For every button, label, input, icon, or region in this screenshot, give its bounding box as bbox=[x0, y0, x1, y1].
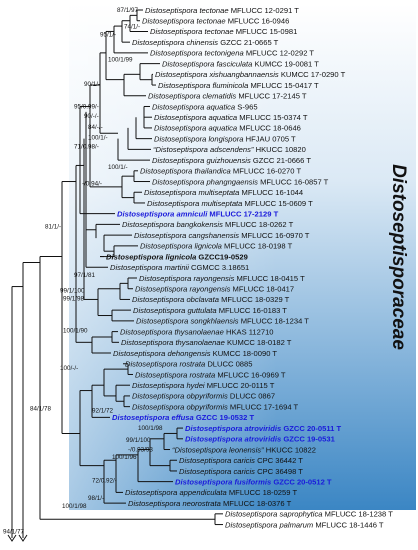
taxon-label: Distoseptispora palmarum MFLUCC 18-1446 … bbox=[225, 520, 384, 529]
taxon-label: Distoseptispora longispora HFJAU 0705 T bbox=[154, 134, 296, 143]
taxon-label: Distoseptispora phangngaensis MFLUCC 16-… bbox=[152, 177, 329, 186]
support-value-label: 71/0.98/- bbox=[74, 143, 99, 150]
taxon-label: Distoseptispora rayongensis MFLUCC 18-04… bbox=[135, 285, 294, 294]
taxon-label: Distoseptispora multiseptata MFLUCC 16-1… bbox=[144, 188, 303, 197]
root-arrow-icon bbox=[7, 534, 17, 542]
support-value-label: 84/1/78 bbox=[30, 406, 52, 413]
taxon-label: Distoseptispora chinensis GZCC 21-0665 T bbox=[132, 38, 279, 47]
support-value-label: 100/-/- bbox=[60, 365, 78, 372]
taxon-label: Distoseptispora guizhouensis GZCC 21-066… bbox=[152, 156, 311, 165]
taxon-label: Distoseptispora multiseptata MFLUCC 15-0… bbox=[147, 199, 313, 208]
taxon-label: Distoseptispora caricis CPC 36442 T bbox=[179, 456, 303, 465]
taxon-label: Distoseptispora rayongensis MFLUCC 18-04… bbox=[139, 274, 305, 283]
support-value-label: 100/1/90 bbox=[63, 328, 88, 335]
support-value-label: 99/1/98 bbox=[63, 295, 85, 302]
support-value-label: 90/1/- bbox=[84, 81, 100, 88]
taxon-label: Distoseptispora fasciculata KUMCC 19-008… bbox=[162, 59, 319, 68]
taxon-label: Distoseptispora lignicola GZCC19-0529 bbox=[106, 252, 248, 261]
taxon-label: Distoseptispora tectonae MFLUCC 15-0981 bbox=[150, 27, 297, 36]
family-label: Distoseptisporaceae bbox=[388, 164, 409, 350]
taxon-label: Distoseptispora obclavata MFLUCC 18-0329… bbox=[132, 295, 290, 304]
taxon-label: Distoseptispora obpyriformis MFLUCC 17-1… bbox=[132, 402, 299, 411]
support-value-label: 98/1/- bbox=[88, 495, 104, 502]
taxon-label: Distoseptispora hydei MFLUCC 20-0115 T bbox=[132, 381, 275, 390]
taxon-label: Distoseptispora clematidis MFLUCC 17-214… bbox=[148, 92, 307, 101]
taxon-label: Distoseptispora atroviridis GZCC 20-0511… bbox=[185, 424, 342, 433]
taxon-label: Distoseptispora atroviridis GZCC 19-0531 bbox=[185, 435, 336, 444]
taxon-label: Distoseptispora thailandica MFLUCC 16-02… bbox=[140, 167, 301, 176]
support-value-label: 87/1/97 bbox=[117, 7, 139, 14]
support-value-label: 95/0.99/- bbox=[74, 103, 99, 110]
taxon-label: Distoseptispora bangkokensis MFLUCC 18-0… bbox=[122, 220, 294, 229]
taxon-label: Distoseptispora songkhlaensis MFLUCC 18-… bbox=[136, 317, 309, 326]
support-value-label: 92/1/72 bbox=[92, 408, 114, 415]
taxon-label: Distoseptispora cangshanensis MFLUCC 16-… bbox=[134, 231, 310, 240]
support-value-label: 84/-/- bbox=[88, 124, 103, 131]
support-value-label: 97/1/81 bbox=[74, 272, 96, 279]
taxon-label: Distoseptispora rostrata DLUCC 0885 bbox=[125, 360, 252, 369]
taxon-label: Distoseptispora thysanolaenae KUMCC 18-0… bbox=[121, 338, 292, 347]
support-value-label: 72/0.92/- bbox=[92, 478, 117, 485]
taxon-label: Distoseptispora fusiformis GZCC 20-0512 … bbox=[175, 477, 332, 486]
taxon-label: Distoseptispora lignicola MFLUCC 18-0198… bbox=[140, 242, 293, 251]
taxon-label: Distoseptispora aquatica S-965 bbox=[152, 102, 258, 111]
support-value-label: 99/1/100 bbox=[60, 288, 85, 295]
support-value-label: 90/-/- bbox=[84, 113, 99, 120]
support-value-label: 74/1/- bbox=[124, 24, 140, 31]
support-value-label: -/0.93/93 bbox=[128, 447, 153, 454]
taxon-label: Distoseptispora tectonae MFLUCC 12-0291 … bbox=[145, 6, 299, 15]
support-value-label: 81/1/- bbox=[45, 223, 61, 230]
taxon-label: Distoseptispora saprophytica MFLUCC 18-1… bbox=[225, 510, 393, 519]
taxon-label: “Distoseptispora leonensis” HKUCC 10822 bbox=[172, 445, 316, 454]
taxon-label: Distoseptispora appendiculata MFLUCC 18-… bbox=[125, 488, 297, 497]
support-value-label: -/0.94/- bbox=[82, 181, 102, 188]
taxon-label: Distoseptispora obpyriformis DLUCC 0867 bbox=[132, 392, 275, 401]
support-value-label: 100/1/96 bbox=[112, 454, 137, 461]
support-value-label: 99/1/100 bbox=[126, 437, 151, 444]
root-arrow-icon bbox=[18, 534, 28, 542]
taxon-label: Distoseptispora rostrata MFLUCC 16-0969 … bbox=[135, 370, 286, 379]
taxon-label: Distoseptispora thysanolaenae HKAS 11271… bbox=[120, 327, 274, 336]
taxon-label: Distoseptispora effusa GZCC 19-0532 T bbox=[112, 413, 254, 422]
support-value-label: 95/1/- bbox=[100, 31, 116, 38]
support-value-label: 94/1/77 bbox=[3, 529, 25, 536]
support-value-label: 100/1/- bbox=[88, 135, 108, 142]
taxon-label: Distoseptispora martinii CGMCC 3.18651 bbox=[110, 263, 249, 272]
support-value-label: 100/1/99 bbox=[108, 57, 133, 64]
taxon-label: Distoseptispora neorostrata MFLUCC 18-03… bbox=[128, 499, 292, 508]
taxon-label: Distoseptispora xishuangbannaensis KUMCC… bbox=[155, 70, 346, 79]
taxon-label: Distoseptispora aquatica MFLUCC 18-0646 bbox=[154, 124, 301, 133]
clade-highlight-panel-sheen bbox=[69, 4, 416, 510]
support-value-label: 100/1/98 bbox=[138, 425, 163, 432]
taxon-label: Distoseptispora tectonae MFLUCC 16-0946 bbox=[142, 17, 289, 26]
support-value-label: 100/1/- bbox=[108, 164, 128, 171]
taxon-label: Distoseptispora tectonigena MFLUCC 12-02… bbox=[150, 49, 314, 58]
support-value-label: 100/1/98 bbox=[62, 503, 87, 510]
taxon-label: Distoseptispora fluminicola MFLUCC 15-04… bbox=[158, 81, 319, 90]
taxon-label: Distoseptispora caricis CPC 36498 T bbox=[179, 467, 303, 476]
taxon-label: Distoseptispora dehongensis KUMCC 18-009… bbox=[113, 349, 277, 358]
taxon-label: Distoseptispora guttulata MFLUCC 16-0183… bbox=[133, 306, 287, 315]
taxon-label: “Distoseptispora adscendens” HKUCC 10820 bbox=[153, 145, 306, 154]
taxon-label: Distoseptispora aquatica MFLUCC 15-0374 … bbox=[154, 113, 308, 122]
taxon-label: Distoseptispora amniculi MFLUCC 17-2129 … bbox=[117, 209, 279, 218]
